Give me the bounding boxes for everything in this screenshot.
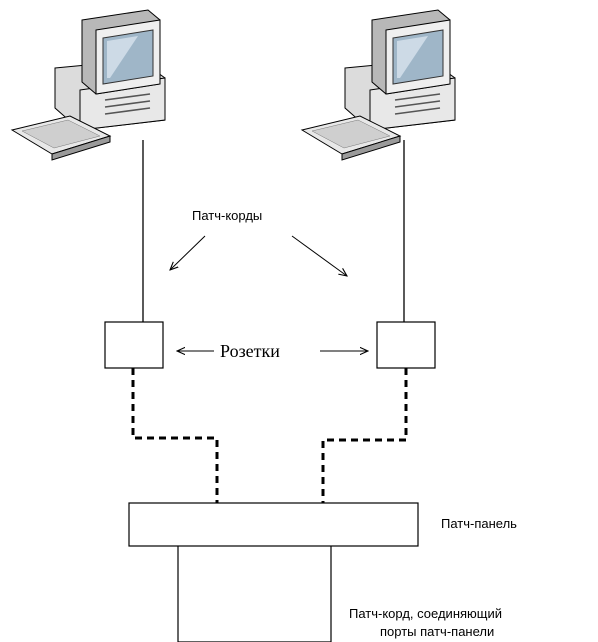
patch-cords-arrow-left (170, 235, 206, 270)
patch-cord-connector-box (177, 546, 332, 642)
patch-cord-connecting-label-line2: порты патч-панели (380, 624, 494, 639)
sockets-label: Розетки (220, 341, 280, 361)
computer-left-icon (10, 9, 166, 161)
patch-cords-arrow-right (291, 235, 347, 276)
patch-cords-label: Патч-корды (192, 208, 262, 223)
socket-right (376, 321, 436, 369)
cable-left-dashed (131, 368, 219, 503)
cable-right-dashed (321, 368, 408, 503)
patch-cord-connecting-label-line1: Патч-корд, соединяющий (349, 606, 502, 621)
patch-panel-label: Патч-панель (441, 516, 517, 531)
patch-panel (128, 502, 419, 547)
computer-right-icon (300, 9, 456, 161)
socket-left (104, 321, 164, 369)
